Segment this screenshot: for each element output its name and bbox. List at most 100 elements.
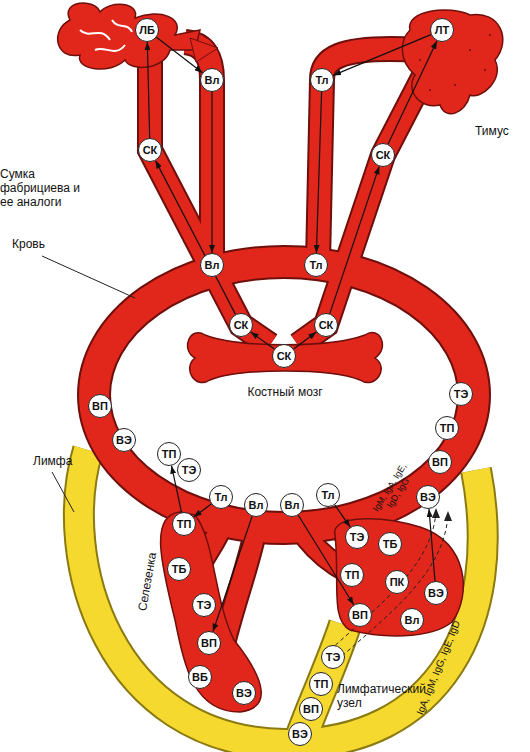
cell-circle: СК (314, 313, 338, 337)
cell-label: ВЭ (428, 588, 444, 599)
cell-label: ТБ (383, 539, 398, 550)
cell-circle: ТБ (167, 557, 191, 581)
antibody-flow-arrowheads (432, 508, 452, 521)
blood-vessel-outlines (94, 42, 474, 640)
cell-label: ВЭ (116, 435, 132, 446)
cell-label: ПК (390, 577, 405, 588)
cell-label: ТЭ (182, 465, 197, 476)
cell-label: ТБ (172, 564, 187, 575)
cell-circle: СК (272, 344, 296, 368)
cell-label: Вл (205, 75, 220, 86)
cell-circle: Тл (209, 485, 233, 509)
organ-name: Костный мозг (230, 386, 340, 400)
cell-circle: ТЭ (449, 382, 473, 406)
cell-label: Тл (309, 260, 322, 271)
cell-label: СК (277, 351, 292, 362)
flow-arrow (251, 332, 275, 349)
stipple-dot (469, 49, 471, 51)
flow-arrow (294, 332, 317, 349)
cell-circle: ЛБ (135, 18, 159, 42)
organ-name: Селезенка (134, 541, 161, 622)
cell-label: ВЭ (236, 688, 252, 699)
cell-circle: Вл (280, 493, 304, 517)
cell-circle: ПК (385, 570, 409, 594)
cell-label: Вл (405, 615, 420, 626)
cell-circle: ТП (309, 672, 333, 696)
organ-region: Селезенка ТП ТБ ТЭ ВП ВБ ВЭ (130, 505, 270, 715)
lymph-node-shape (335, 519, 464, 636)
cell-circle: ВЭ (424, 581, 448, 605)
flow-arrow (330, 166, 379, 313)
cell-circle: СК (371, 143, 395, 167)
cell-label: ТП (177, 519, 192, 530)
cell-circle: СК (229, 313, 253, 337)
cell-label: ТЭ (326, 652, 341, 663)
flow-arrow (316, 92, 321, 253)
organ-name: Сумка фабрициева и ее аналоги (0, 168, 82, 209)
cell-label: ЛБ (139, 25, 155, 36)
cell-circle: ТП (157, 442, 181, 466)
cell-circle: ТП (435, 416, 459, 440)
cell-circle: ВП (428, 450, 452, 474)
bursa-outlet (190, 38, 218, 62)
organ-region: Костный мозг СК (185, 322, 385, 410)
bone-shape (188, 333, 383, 383)
cell-label: ТП (440, 423, 455, 434)
cell-circle: ВЭ (112, 428, 136, 452)
cell-circle: Вл (200, 253, 224, 277)
cell-label: СК (143, 145, 158, 156)
cell-label: ВБ (192, 672, 208, 683)
cell-circle: ВЭ (416, 485, 440, 509)
cell-circle: ТЭ (177, 458, 201, 482)
cell-label: ВП (201, 638, 217, 649)
antibody-flow-line (342, 515, 448, 656)
cell-label: СК (376, 150, 391, 161)
cell-circle: ВП (348, 603, 372, 627)
cell-label: Тл (321, 490, 334, 501)
organ-region: Сумка фабрициева и ее аналоги ЛБ (0, 0, 215, 235)
stipple-dot (419, 59, 421, 61)
organ-name: Тимус (475, 125, 527, 139)
cell-label: ВП (92, 401, 108, 412)
flow-arrow (211, 92, 212, 253)
flow-arrow (335, 505, 350, 527)
cell-label: ВП (352, 610, 368, 621)
flow-arrow (388, 41, 437, 144)
blood-vessels (94, 42, 474, 640)
bursa-folds (80, 20, 132, 51)
cell-circle: ВП (197, 631, 221, 655)
cell-circle: Вл (400, 608, 424, 632)
cell-circle: ТЭ (345, 525, 369, 549)
flow-arrow (156, 161, 236, 315)
flow-arrow (213, 516, 252, 631)
cell-circle: ТЭ (192, 593, 216, 617)
organ-region: ТимусЛТ (395, 5, 530, 145)
cell-label: ТП (162, 449, 177, 460)
cell-circle: Тл (310, 68, 334, 92)
free-label: Лимфа (33, 455, 72, 469)
cell-label: ТЭ (197, 600, 212, 611)
cell-circle: Вл (200, 68, 224, 92)
cell-circle: ВЭ (232, 681, 256, 705)
free-label: Кровь (12, 238, 45, 252)
cell-circle: Тл (304, 253, 328, 277)
cell-circle: ТБ (378, 532, 402, 556)
cell-label: СК (234, 320, 249, 331)
cell-circle: Тл (316, 483, 340, 507)
cell-label: СК (319, 320, 334, 331)
flow-arrow (298, 515, 353, 605)
stipple-dot (454, 84, 456, 86)
blood-ring-outline (94, 262, 474, 528)
thymus-shape (402, 10, 502, 114)
thymus-stipple (419, 34, 491, 91)
leader-line (42, 256, 135, 298)
cell-circle: ВП (299, 697, 323, 721)
cell-label: Вл (285, 500, 300, 511)
cell-circle: СК (138, 138, 162, 162)
cell-label: ВП (303, 704, 319, 715)
stipple-dot (484, 69, 486, 71)
cell-label: Тл (214, 492, 227, 503)
cell-label: ТП (345, 570, 360, 581)
stipple-dot (429, 89, 431, 91)
leader-line (52, 472, 74, 512)
